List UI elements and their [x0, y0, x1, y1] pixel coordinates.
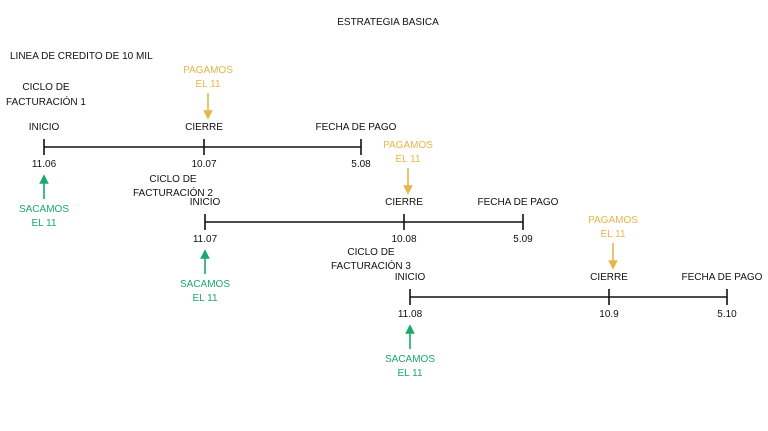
cycle-2-pay-line2: EL 11 — [395, 154, 420, 165]
cycle-2-pay-line1: PAGAMOS — [383, 140, 433, 151]
cycle-1-pay-line2: EL 11 — [195, 79, 220, 90]
cycle-3-start-label: INICIO — [395, 272, 426, 283]
cycle-3-pay-line1: PAGAMOS — [588, 215, 638, 226]
cycle-1-due-date: 5.08 — [351, 159, 371, 170]
cycle-1-start-label: INICIO — [29, 122, 60, 133]
cycle-2-close-date: 10.08 — [391, 234, 416, 245]
cycle-3-pay-line2: EL 11 — [600, 229, 625, 240]
cycle-2-withdraw-line2: EL 11 — [192, 293, 217, 304]
cycle-2-due-label: FECHA DE PAGO — [478, 197, 559, 208]
cycle-2-withdraw-line1: SACAMOS — [180, 279, 230, 290]
cycle-3-close-date: 10.9 — [599, 309, 619, 320]
cycle-1-start-date: 11.06 — [32, 159, 57, 170]
cycle-2-start-label: INICIO — [190, 197, 221, 208]
cycle-3-start-date: 11.08 — [398, 309, 423, 320]
cycle-1-withdraw-line2: EL 11 — [31, 218, 56, 229]
cycle-3-close-label: CIERRE — [590, 272, 628, 283]
cycle-1-withdraw-line1: SACAMOS — [19, 204, 69, 215]
cycle-2-close-label: CIERRE — [385, 197, 423, 208]
cycle-1-label-line2: FACTURACIÓN 1 — [6, 95, 86, 108]
cycle-2-due-date: 5.09 — [513, 234, 533, 245]
cycle-2-label-line2: FACTURACIÓN 2 — [133, 186, 213, 199]
cycle-3-withdraw-line1: SACAMOS — [385, 354, 435, 365]
cycles-group: CICLO DE FACTURACIÓN 1 INICIO CIERRE FECHA D… — [6, 65, 763, 379]
cycle-1-due-label: FECHA DE PAGO — [316, 122, 397, 133]
cycle-2-label-line1: CICLO DE — [149, 174, 197, 185]
cycle-3-due-date: 5.10 — [717, 309, 737, 320]
cycle-3-withdraw-line2: EL 11 — [397, 368, 422, 379]
cycle-2-start-date: 11.07 — [193, 234, 218, 245]
cycle-3-due-label: FECHA DE PAGO — [682, 272, 763, 283]
cycle-1-close-date: 10.07 — [191, 159, 216, 170]
cycle-3-label-line1: CICLO DE — [347, 247, 395, 258]
cycle-1-close-label: CIERRE — [185, 122, 223, 133]
cycle-1-pay-line1: PAGAMOS — [183, 65, 233, 76]
cycle-1-label-line1: CICLO DE — [22, 82, 70, 93]
cycle-3-label-line2: FACTURACIÓN 3 — [331, 259, 411, 272]
diagram-title: ESTRATEGIA BASICA — [337, 17, 439, 28]
diagram-subtitle: LINEA DE CREDITO DE 10 MIL — [10, 51, 153, 62]
